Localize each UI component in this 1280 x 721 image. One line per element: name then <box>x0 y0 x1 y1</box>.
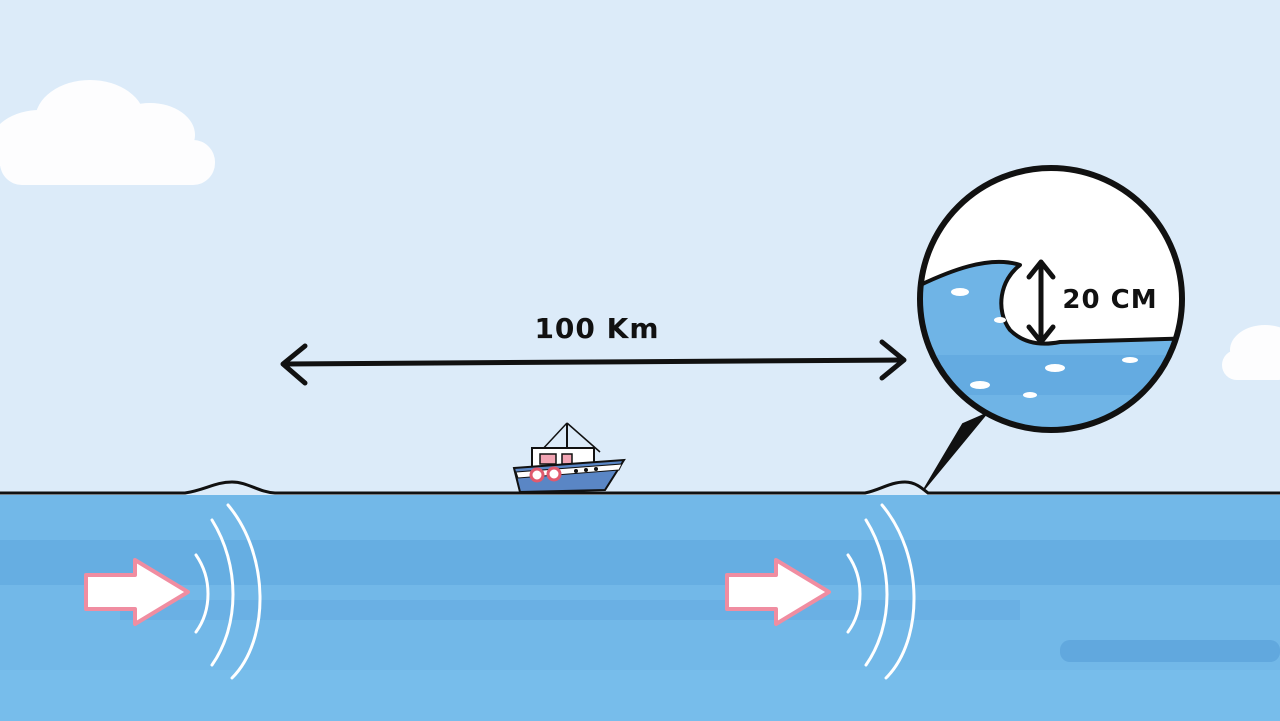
motion-arrow-right-icon <box>725 558 831 626</box>
boat-icon <box>512 422 626 494</box>
zoom-bubble <box>917 165 1185 433</box>
wavelength-label: 100 Km <box>534 312 659 345</box>
sea <box>0 495 1280 721</box>
motion-arrow-left-icon <box>84 558 190 626</box>
wave-height-arrow <box>1026 259 1056 345</box>
zoom-pointer <box>924 413 987 489</box>
wave-ripples-left-icon <box>194 503 262 680</box>
cloud-left <box>0 80 215 185</box>
cloud-right <box>1222 325 1280 380</box>
water-surface-line <box>0 480 1280 495</box>
wave-ripples-right-icon <box>846 503 916 680</box>
wave-height-label: 20 CM <box>1062 285 1157 315</box>
wavelength-arrow <box>280 339 907 386</box>
